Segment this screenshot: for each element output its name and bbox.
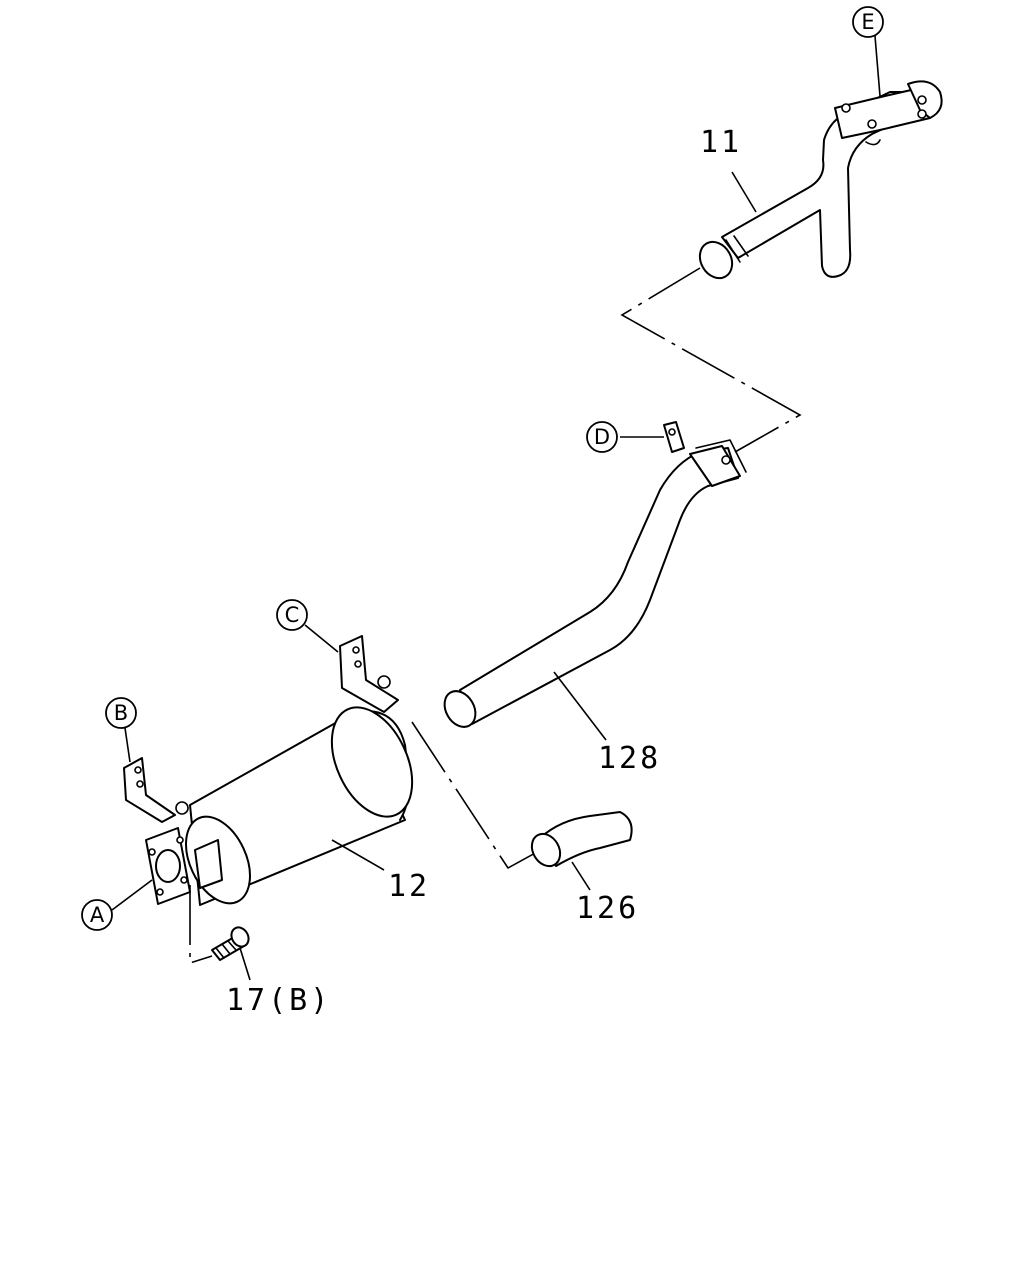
callout-b: B bbox=[105, 697, 137, 729]
label-part-17b: 17(B) bbox=[226, 983, 331, 1018]
callout-leaders bbox=[111, 35, 881, 911]
label-part-128: 128 bbox=[598, 741, 661, 776]
center-pipe-128 bbox=[443, 421, 747, 728]
callout-b-label: B bbox=[114, 701, 128, 725]
callout-c-label: C bbox=[285, 603, 300, 627]
callout-c: C bbox=[276, 599, 308, 631]
label-part-11: 11 bbox=[700, 125, 742, 160]
callout-a: A bbox=[81, 899, 113, 931]
label-part-126: 126 bbox=[576, 891, 639, 926]
callout-e: E bbox=[852, 6, 884, 38]
muffler-12 bbox=[123, 635, 414, 906]
callout-e-label: E bbox=[861, 10, 874, 34]
callout-d-label: D bbox=[594, 425, 610, 449]
callout-d: D bbox=[586, 421, 618, 453]
label-part-12: 12 bbox=[388, 869, 430, 904]
leader-lines bbox=[239, 171, 757, 981]
bolt-17 bbox=[211, 926, 250, 961]
part-labels: 11 128 12 126 17(B) bbox=[226, 125, 742, 1018]
tail-pipe-126 bbox=[530, 811, 633, 868]
callout-a-label: A bbox=[90, 903, 105, 927]
front-pipe-11 bbox=[698, 80, 943, 280]
